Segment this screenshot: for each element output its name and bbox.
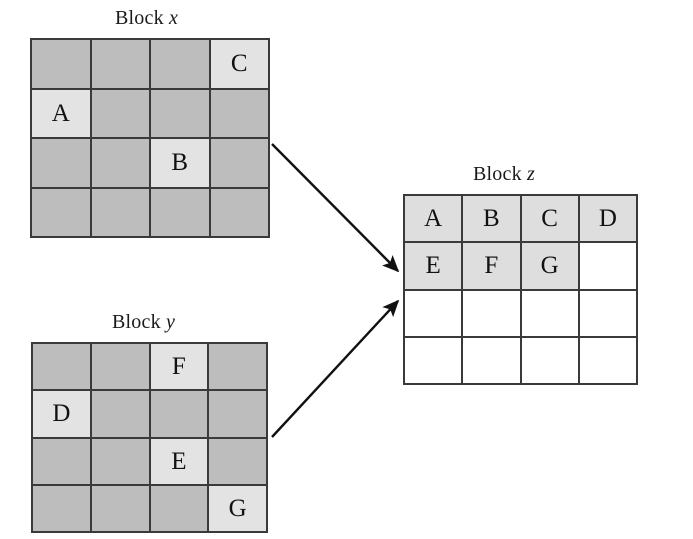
block-z-cell-r3c3 (521, 290, 578, 336)
block-y-cell-r1c4 (209, 344, 266, 390)
block-x-cell-r2c4 (210, 89, 268, 137)
block-x-cell-r4c1 (32, 188, 90, 236)
block-z-title: Block z (473, 164, 535, 184)
block-x-cell-r3c4 (210, 139, 268, 187)
block-x-cell-r1c3 (151, 40, 209, 88)
block-x-cell-r4c2 (91, 188, 149, 236)
block-y-cell-r4c4: G (209, 485, 266, 531)
block-z-cell-r1c2: B (463, 196, 520, 242)
block-z-cell-r3c2 (463, 290, 520, 336)
block-x-title-prefix: Block (115, 7, 164, 29)
block-z-title-variable: z (526, 163, 535, 185)
block-x-cell-r2c1: A (32, 89, 90, 137)
block-y-cell-r2c4 (209, 391, 266, 437)
block-z-cell-r3c4 (579, 290, 636, 336)
block-y-cell-r4c2 (91, 485, 149, 531)
block-x-cell-r3c2 (91, 139, 149, 187)
block-y-title: Block y (112, 312, 175, 332)
block-x-grid: C A B (30, 38, 270, 238)
block-y-cell-r3c2 (91, 438, 149, 484)
block-z-cell-r2c3: G (521, 243, 578, 289)
block-x-cell-r2c2 (91, 89, 149, 137)
block-z-title-prefix: Block (473, 163, 522, 185)
block-x-cell-r4c4 (210, 188, 268, 236)
block-y-title-variable: y (165, 311, 176, 333)
block-y-cell-r1c3: F (150, 344, 208, 390)
block-y-cell-r3c4 (209, 438, 266, 484)
block-y-cell-r3c3: E (150, 438, 208, 484)
block-x-cell-r1c2 (91, 40, 149, 88)
block-z-cell-r2c1: E (405, 243, 462, 289)
block-z-cell-r4c2 (463, 337, 520, 383)
block-y-cell-r4c1 (33, 485, 90, 531)
block-z-cell-r1c1: A (405, 196, 462, 242)
block-y-cell-r4c3 (150, 485, 208, 531)
block-y-title-prefix: Block (112, 311, 161, 333)
block-x-cell-r3c1 (32, 139, 90, 187)
block-z-cell-r4c1 (405, 337, 462, 383)
block-y-cell-r2c3 (150, 391, 208, 437)
block-z-cell-r4c3 (521, 337, 578, 383)
block-z-cell-r4c4 (579, 337, 636, 383)
block-x-cell-r4c3 (151, 188, 209, 236)
block-y-cell-r3c1 (33, 438, 90, 484)
block-y-cell-r1c2 (91, 344, 149, 390)
block-x-cell-r1c1 (32, 40, 90, 88)
block-x-title: Block x (115, 8, 178, 28)
block-z-cell-r1c3: C (521, 196, 578, 242)
arrow-y-to-z (271, 299, 400, 438)
block-z-cell-r1c4: D (579, 196, 636, 242)
block-x-cell-r2c3 (151, 89, 209, 137)
block-y-cell-r2c1: D (33, 391, 90, 437)
block-z-cell-r2c4 (579, 243, 636, 289)
arrow-x-to-z (271, 143, 400, 273)
block-y-cell-r2c2 (91, 391, 149, 437)
block-z-cell-r2c2: F (463, 243, 520, 289)
block-y-cell-r1c1 (33, 344, 90, 390)
block-x-cell-r3c3: B (151, 139, 209, 187)
block-x-cell-r1c4: C (210, 40, 268, 88)
block-x-title-variable: x (168, 7, 179, 29)
block-z-cell-r3c1 (405, 290, 462, 336)
